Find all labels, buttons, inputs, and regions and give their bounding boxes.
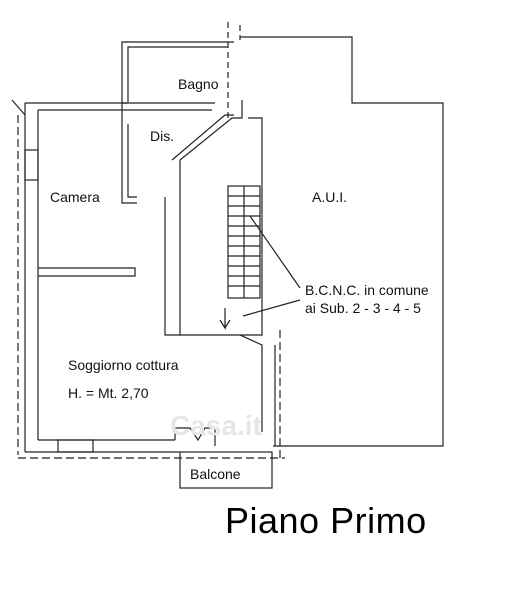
balcony-door — [174, 427, 216, 446]
bcnc-leader-2 — [242, 299, 301, 317]
window-left — [24, 149, 39, 181]
stair-diagonal-2 — [171, 114, 234, 161]
room-label-camera: Camera — [50, 189, 100, 205]
bagno-wall — [121, 41, 234, 110]
dis-partition — [121, 110, 137, 204]
dis-partition-inner — [127, 124, 137, 198]
room-height: H. = Mt. 2,70 — [68, 385, 149, 401]
page-title: Piano Primo — [225, 500, 427, 541]
aui-outline — [240, 36, 444, 447]
watermark: Casa.it — [170, 410, 262, 441]
bagno-wall-inner — [127, 46, 228, 102]
room-label-bcnc-subs: ai Sub. 2 - 3 - 4 - 5 — [305, 300, 421, 316]
camera-partition — [38, 267, 136, 277]
room-label-bcnc: B.C.N.C. in comune — [305, 282, 429, 298]
room-label-aui: A.U.I. — [312, 189, 348, 205]
stair-wall-right — [240, 117, 263, 336]
room-label-soggiorno: Soggiorno cottura — [68, 357, 179, 373]
stair-wall-left — [164, 160, 181, 336]
room-label-bagno: Bagno — [178, 76, 219, 92]
corner-tick — [11, 99, 26, 116]
stair-diagonal — [179, 100, 243, 161]
balcone-outline — [179, 451, 273, 489]
soggiorno-top-wall — [180, 334, 263, 432]
room-label-dis: Dis. — [150, 128, 175, 144]
window-bottom — [57, 439, 94, 453]
stair-treads — [228, 186, 260, 298]
bcnc-leader-1 — [249, 215, 301, 289]
stair-arrow — [219, 308, 231, 331]
room-label-balcone: Balcone — [190, 466, 241, 482]
